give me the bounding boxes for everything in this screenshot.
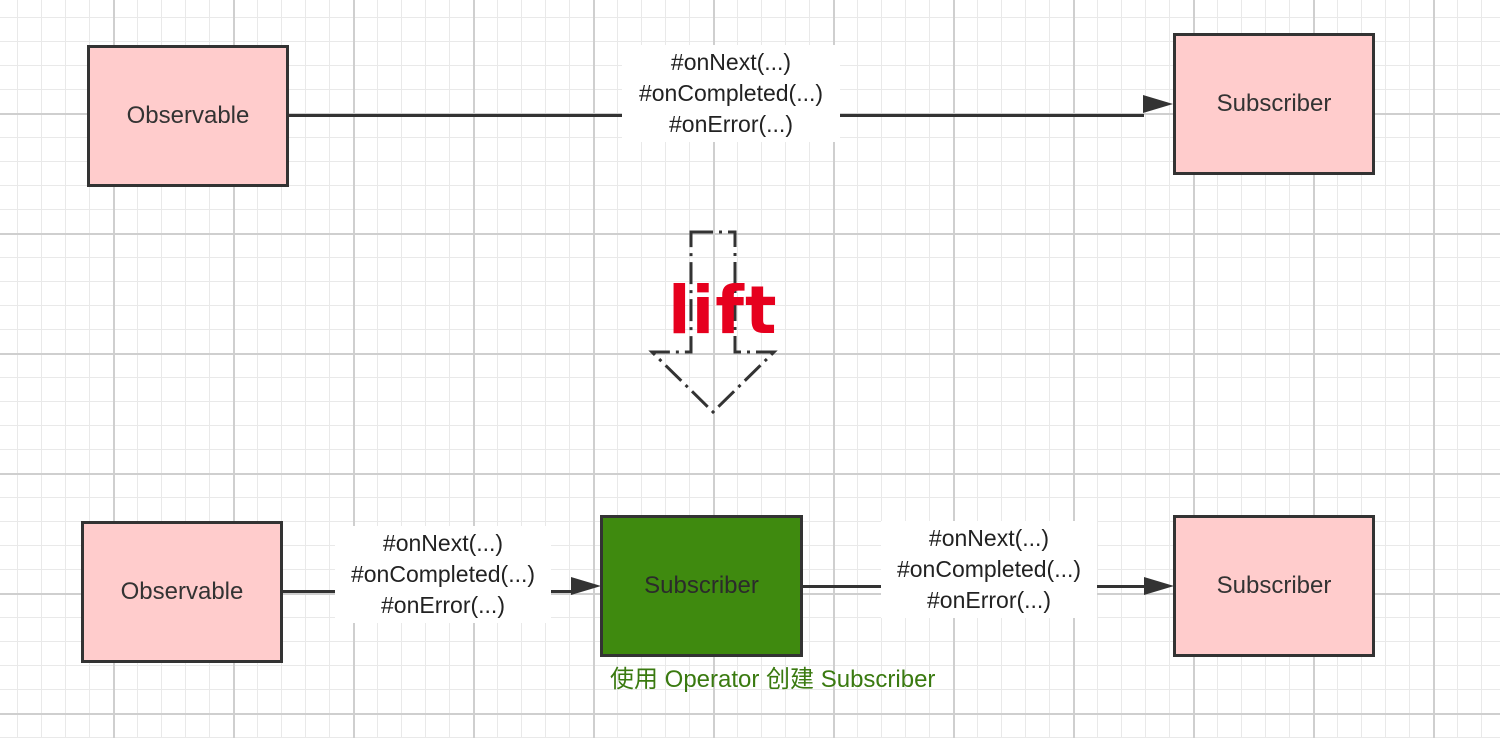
bottom-left-message-labels: #onNext(...) #onCompleted(...) #onError(…	[335, 526, 551, 623]
bottom-right-message-labels: #onNext(...) #onCompleted(...) #onError(…	[881, 521, 1097, 618]
bottom-right-message-onnext: #onNext(...)	[928, 525, 1050, 551]
bottom-left-message-oncompleted: #onCompleted(...)	[350, 561, 536, 587]
top-message-labels: #onNext(...) #onCompleted(...) #onError(…	[622, 45, 840, 142]
top-message-onerror: #onError(...)	[669, 111, 793, 137]
bottom-left-message-onnext: #onNext(...)	[382, 530, 504, 556]
top-message-onnext: #onNext(...)	[670, 49, 792, 75]
operator-subscriber-box: Subscriber	[600, 515, 803, 657]
bottom-left-message-onerror: #onError(...)	[381, 592, 505, 618]
top-observable-box: Observable	[87, 45, 289, 187]
lift-label: lift	[668, 272, 778, 349]
bottom-left-arrowhead	[571, 577, 601, 595]
top-arrowhead	[1143, 95, 1173, 113]
top-subscriber-box: Subscriber	[1173, 33, 1375, 175]
top-message-oncompleted: #onCompleted(...)	[638, 80, 824, 106]
bottom-right-arrowhead	[1144, 577, 1174, 595]
bottom-subscriber-box: Subscriber	[1173, 515, 1375, 657]
bottom-observable-box: Observable	[81, 521, 283, 663]
bottom-right-message-oncompleted: #onCompleted(...)	[896, 556, 1082, 582]
bottom-right-message-onerror: #onError(...)	[927, 587, 1051, 613]
operator-caption: 使用 Operator 创建 Subscriber	[610, 666, 936, 693]
